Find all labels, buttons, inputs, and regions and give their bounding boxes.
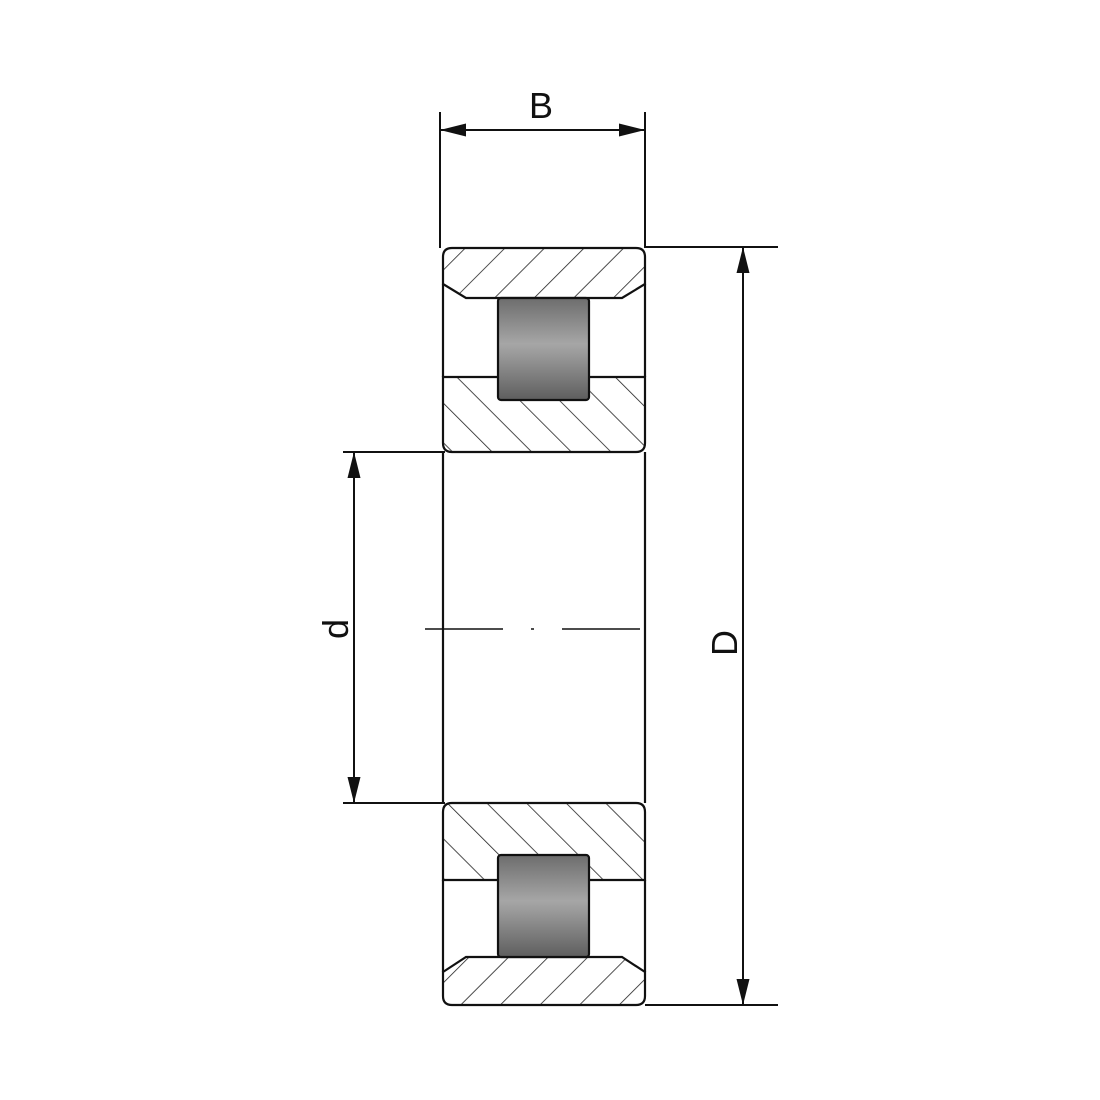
outer-ring-upper xyxy=(441,246,647,300)
outer-diameter-dimension: D xyxy=(645,246,778,1006)
roller-upper xyxy=(496,296,591,402)
width-label: B xyxy=(529,85,553,126)
inner-ring-upper xyxy=(441,375,647,454)
width-dimension: B xyxy=(439,85,646,248)
inner-ring-lower xyxy=(441,801,647,882)
roller-lower xyxy=(496,853,591,959)
bore-diameter-dimension: d xyxy=(315,451,445,804)
bore-outline xyxy=(425,452,658,803)
upper-section xyxy=(441,246,647,454)
lower-section xyxy=(441,801,647,1007)
outer-diameter-label: D xyxy=(704,630,745,656)
outer-ring-lower xyxy=(441,955,647,1007)
bore-diameter-label: d xyxy=(315,619,356,639)
